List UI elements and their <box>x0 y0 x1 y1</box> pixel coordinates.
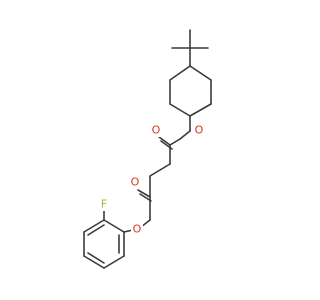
bond <box>149 163 171 177</box>
atom-label-o-ring: O <box>193 123 205 137</box>
bond <box>103 255 125 269</box>
bond <box>169 103 191 117</box>
bond <box>139 193 152 202</box>
bond <box>83 219 105 233</box>
cyclohexane-ring <box>169 65 212 117</box>
oxygen-label: O <box>133 223 142 236</box>
bond <box>189 65 212 81</box>
fluorine-label: F <box>101 198 107 211</box>
bond <box>87 224 105 236</box>
bond <box>158 136 171 146</box>
atom-label-o-aryl: O <box>131 222 143 236</box>
oxygen-label: O <box>131 176 140 189</box>
upper-ester <box>158 136 181 165</box>
bond <box>179 130 191 140</box>
bond <box>189 103 212 117</box>
bond <box>87 252 105 264</box>
atom-label-o-carbonyl-bottom: O <box>129 175 141 189</box>
atom-label-o-carbonyl-top: O <box>150 123 162 137</box>
pentanedioate-chain <box>149 163 171 198</box>
oxygen-label: O <box>152 124 161 137</box>
bond <box>137 189 151 198</box>
structure-drawing: O O O O F <box>83 29 212 269</box>
bond <box>169 138 181 146</box>
molecule-canvas: O O O O F <box>83 29 212 269</box>
tert-butyl-group <box>171 29 209 67</box>
bond <box>83 255 105 269</box>
fluorophenyl-ring <box>83 206 125 269</box>
atom-label-fluorine: F <box>98 197 110 211</box>
oxygen-label: O <box>195 124 204 137</box>
bond <box>169 65 191 81</box>
bond <box>103 219 125 233</box>
